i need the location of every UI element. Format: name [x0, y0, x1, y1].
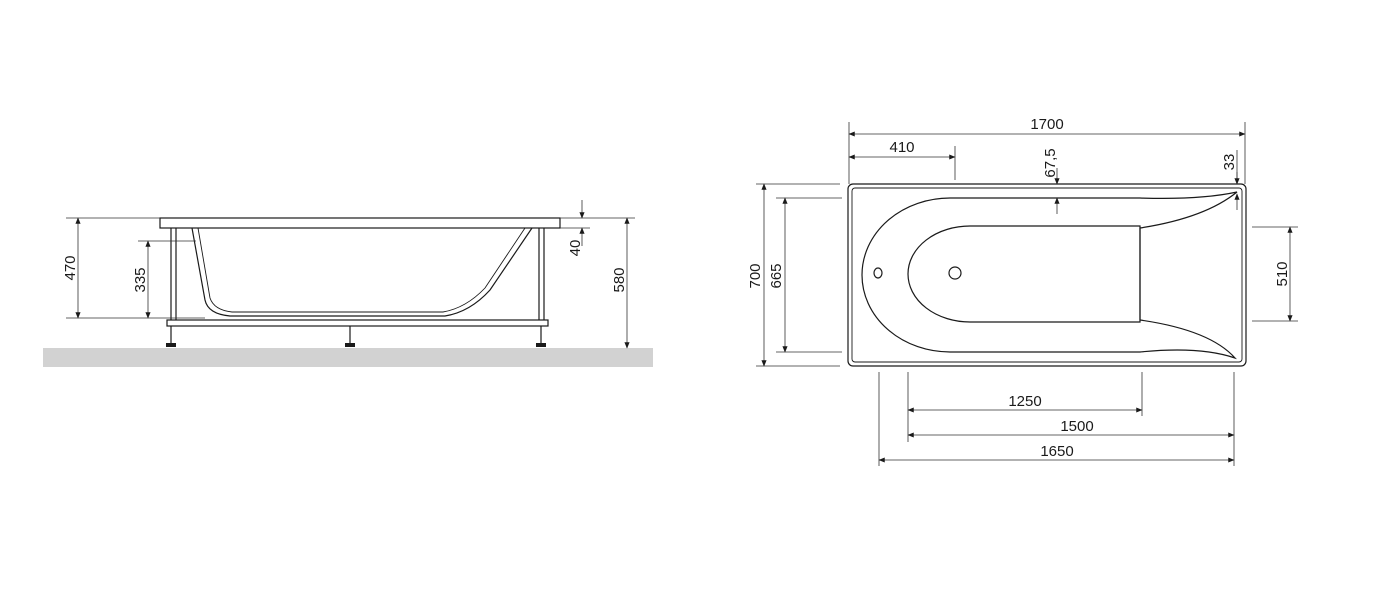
dim-510: 510: [1274, 261, 1291, 286]
basin-bottom: [907, 225, 1141, 323]
dim-335: 335: [132, 267, 149, 292]
tub-outline-inner: [851, 187, 1243, 363]
top-view: 1700 410 67,5 33 700 665 510: [747, 116, 1298, 466]
dim-40: 40: [567, 240, 584, 257]
dim-1650: 1650: [1040, 443, 1073, 460]
dim-470: 470: [62, 255, 79, 280]
dim-33: 33: [1221, 154, 1238, 171]
drain-icon: [948, 266, 962, 280]
dim-580: 580: [611, 267, 628, 292]
floor: [43, 348, 653, 367]
side-view: 470 335 40 580: [43, 200, 653, 367]
overflow-icon: [873, 267, 883, 279]
frame-base: [166, 319, 549, 327]
feet: [166, 326, 546, 347]
dim-1700: 1700: [1030, 116, 1063, 133]
tub-body-inner: [197, 227, 526, 313]
tub-rim: [159, 217, 561, 229]
dim-1250: 1250: [1008, 393, 1041, 410]
dim-67-5: 67,5: [1042, 148, 1059, 177]
dim-665: 665: [768, 263, 785, 288]
tub-outline: [847, 183, 1247, 367]
dim-700: 700: [747, 263, 764, 288]
basin-outline: [861, 191, 1238, 360]
dim-1500: 1500: [1060, 418, 1093, 435]
tub-body: [191, 227, 533, 317]
dim-410: 410: [889, 139, 914, 156]
